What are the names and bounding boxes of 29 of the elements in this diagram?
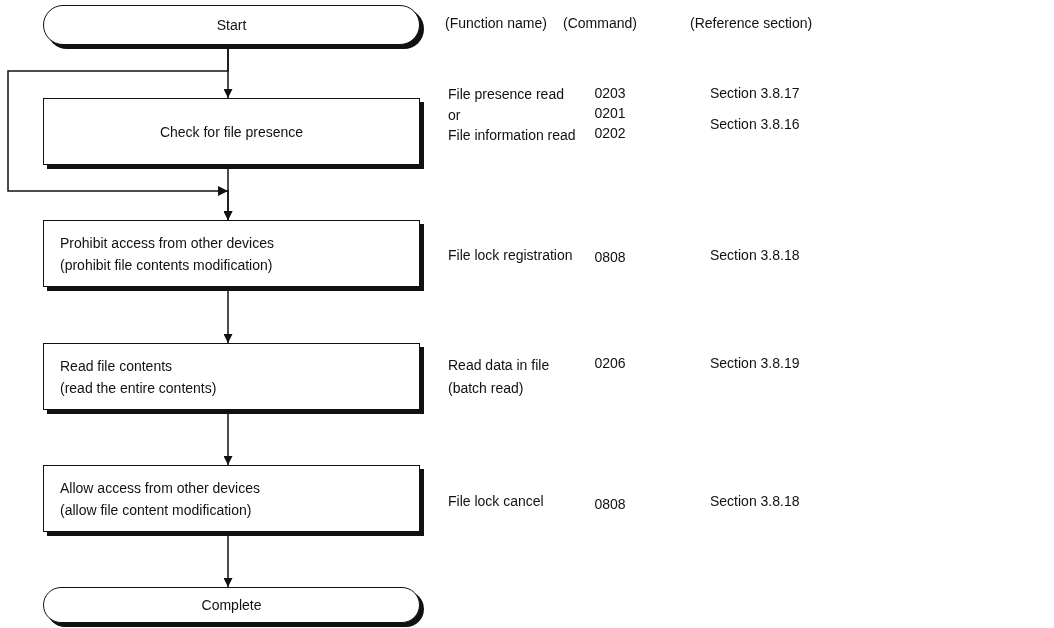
label-text: 0206 [594, 354, 626, 373]
label-text: Section 3.8.17 [710, 84, 800, 103]
label-text: File lock cancel [448, 492, 544, 511]
label-text: Section 3.8.19 [710, 354, 800, 373]
node-text: Prohibit access from other devices [60, 233, 274, 253]
label-text: (Function name) [445, 14, 547, 33]
node-text: (read the entire contents) [60, 378, 217, 398]
label-text: or [448, 106, 461, 125]
node-text: (prohibit file contents modification) [60, 255, 273, 275]
label-text: Section 3.8.18 [710, 246, 800, 265]
node-text: Check for file presence [159, 122, 304, 142]
label-text: (Reference section) [690, 14, 813, 33]
label-text: Section 3.8.16 [710, 115, 800, 134]
label-text: (Command) [563, 14, 637, 33]
node-text: Complete [201, 596, 262, 615]
node-text: Allow access from other devices [60, 478, 260, 498]
label-text: Read data in file (batch read) [448, 356, 551, 398]
node-text: Start [216, 16, 247, 35]
node-text: (allow file content modification) [60, 500, 252, 520]
label-text: File information read [448, 126, 576, 145]
node-text: Read file contents [60, 356, 173, 376]
label-text: 0203 [594, 84, 626, 103]
label-text: 0202 [594, 124, 626, 143]
label-text: 0808 [594, 248, 626, 267]
label-text: Section 3.8.18 [710, 492, 800, 511]
label-text: 0808 [594, 495, 626, 514]
label-text: 0201 [594, 104, 626, 123]
label-text: File lock registration [448, 246, 573, 265]
label-text: File presence read [448, 85, 564, 104]
